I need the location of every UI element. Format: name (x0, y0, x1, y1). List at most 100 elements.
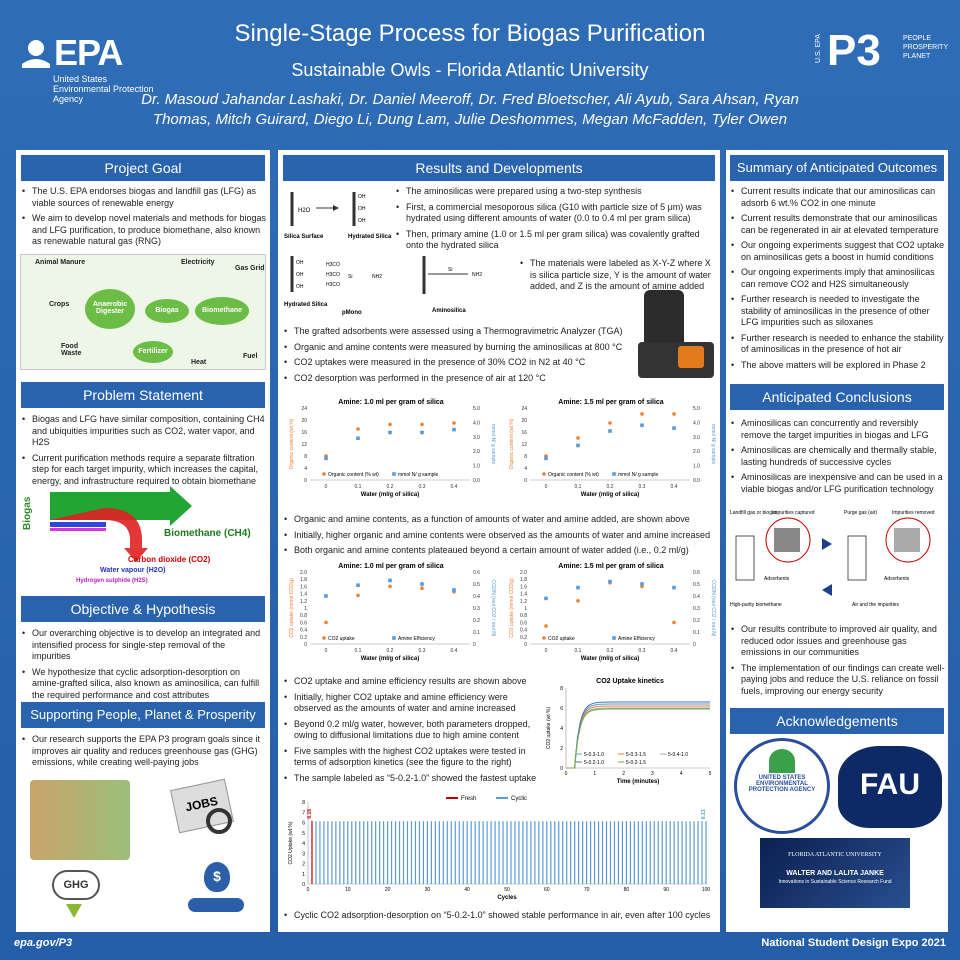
y-tick-label: 0.6 (300, 620, 307, 626)
y-tick-label: 8 (560, 686, 563, 692)
series-line (566, 701, 710, 769)
bar-cyclic (470, 821, 472, 884)
y-tick-label: 0 (524, 478, 527, 484)
bar-cyclic (641, 821, 643, 884)
list-item: Our results contribute to improved air q… (729, 624, 945, 659)
y-tick-label: 4 (304, 466, 307, 472)
bar-cyclic (410, 821, 413, 884)
list-item: The U.S. EPA endorses biogas and landfil… (20, 186, 266, 209)
bar-cyclic (534, 821, 536, 884)
scheme-oh: OH (296, 284, 304, 290)
bar-cyclic (414, 821, 417, 884)
bar-cyclic (315, 821, 317, 884)
x-tick-label: 10 (345, 887, 351, 893)
y-tick-label: 0 (304, 478, 307, 484)
scheme-h3co: H3CO (326, 282, 340, 288)
sankey-biomethane-label: Biomethane (CH4) (164, 528, 251, 539)
bar-cyclic (613, 821, 616, 884)
bar-cyclic (335, 821, 337, 884)
x-tick-label: 20 (385, 887, 391, 893)
y-tick-label: 8 (524, 454, 527, 460)
scheme-h3co: H3CO (326, 272, 340, 278)
sankey-h2s-label: Hydrogen sulphide (H2S) (76, 578, 148, 584)
bar-fresh (311, 820, 313, 884)
legend-marker (322, 472, 326, 476)
data-point (576, 599, 580, 603)
fertilizer-node: Fertilizer (133, 341, 173, 363)
list-item: The materials were labeled as X-Y-Z wher… (518, 258, 714, 293)
epa-mark: EPA (54, 32, 123, 73)
x-tick-label: 0 (565, 771, 568, 777)
data-point (452, 427, 456, 432)
y2-tick-label: 0.6 (693, 570, 700, 576)
y-tick-label: 5 (302, 831, 305, 837)
epa-subtitle: United States Environmental Protection A… (53, 74, 154, 104)
bar-cyclic (450, 821, 452, 884)
data-point (420, 430, 424, 435)
y-tick-label: 6 (302, 821, 305, 827)
legend-label: Organic content (% wt) (328, 472, 379, 478)
y-tick-label: 8 (302, 800, 305, 806)
jobs-icon: JOBS (166, 774, 246, 850)
scheme-pmono: pMono (342, 310, 362, 316)
legend-label: Amine Efficiency (618, 636, 655, 642)
footer-link[interactable]: epa.gov/P3 (14, 937, 73, 949)
x-tick-label: 0.1 (575, 484, 582, 490)
y-axis-label: Organic content (wt.%) (289, 418, 295, 469)
p3-subtitle: PEOPLE PROSPERITY PLANET (903, 35, 948, 60)
bar-cyclic (398, 821, 401, 884)
y-tick-label: 1 (524, 606, 527, 612)
adsorption-cycle-diagram: Landfill gas or biogas Impurities captur… (730, 510, 935, 608)
data-point (640, 582, 644, 586)
summary-bullets: Current results indicate that our aminos… (729, 186, 945, 375)
list-item: CO2 uptake and amine efficiency results … (282, 676, 542, 688)
list-item: The sample labeled as “5-0.2-1.0” showed… (282, 773, 542, 785)
list-item: Beyond 0.2 ml/g water, however, both par… (282, 719, 542, 742)
series-line (566, 705, 710, 769)
y2-tick-label: 0.0 (693, 478, 700, 484)
diagram-air-out: Air and the impurities (852, 602, 899, 608)
diagram-adsorbents: Adsorbents (764, 576, 790, 582)
y2-tick-label: 0.4 (693, 594, 700, 600)
bar-cyclic (697, 821, 699, 884)
bar-cyclic (367, 821, 369, 884)
data-point (356, 593, 360, 598)
list-item: Organic and amine contents, as a functio… (282, 514, 718, 526)
bar-cyclic (546, 821, 548, 884)
list-item: Aminosilicas can concurrently and revers… (729, 418, 945, 441)
y-tick-label: 1.2 (300, 599, 307, 605)
bar-cyclic (605, 821, 608, 884)
bar-cyclic (542, 821, 544, 884)
legend-label: 5-0.3-1.5 (626, 752, 646, 758)
x-axis-label: Water (ml/g of silica) (361, 656, 419, 662)
p3-logo: U.S. EPA P3 PEOPLE PROSPERITY PLANET (815, 26, 948, 96)
data-point (420, 586, 424, 590)
bar-cyclic (566, 821, 568, 884)
list-item: Further research is needed to enhance th… (729, 333, 945, 356)
bar-cyclic (327, 821, 329, 884)
bar-cyclic (518, 821, 520, 884)
legend-label: 5-0.2-1.5 (626, 760, 646, 766)
y2-tick-label: 5.0 (473, 406, 480, 412)
y2-tick-label: 0.2 (473, 618, 480, 624)
y2-tick-label: 0.5 (473, 582, 480, 588)
data-label-last: 6.13 (701, 809, 707, 819)
x-tick-label: 0.4 (451, 648, 458, 654)
x-tick-label: 0.1 (355, 648, 362, 654)
x-tick-label: 0 (545, 648, 548, 654)
y2-tick-label: 0 (693, 642, 696, 648)
bar-cyclic (458, 821, 460, 884)
header: EPA United States Environmental Protecti… (0, 0, 960, 140)
label-gas-grid: Gas Grid (235, 265, 265, 272)
y-tick-label: 12 (521, 442, 527, 448)
legend-label: mmol N/ g sample (618, 472, 659, 478)
legend-marker (612, 472, 616, 476)
janke-name: WALTER AND LALITA JANKE (786, 870, 884, 877)
bar-cyclic (466, 821, 468, 884)
x-axis-label: Water (ml/g of silica) (581, 492, 639, 498)
